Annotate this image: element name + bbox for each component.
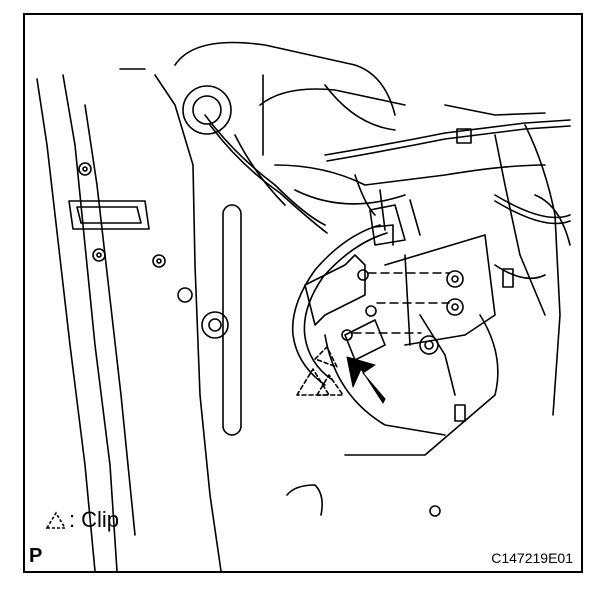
legend-label: Clip xyxy=(81,507,120,532)
door-left-features xyxy=(68,162,466,517)
alignment-lines xyxy=(352,272,450,334)
legend: : Clip xyxy=(45,507,119,533)
indicator-arrow xyxy=(346,356,386,404)
door-panel-illustration xyxy=(36,41,571,571)
figure-code: C147219E01 xyxy=(491,550,573,566)
door-frame-edges xyxy=(36,41,396,571)
lower-wire-loop xyxy=(291,224,394,386)
interior-contours xyxy=(234,74,571,456)
legend-separator: : xyxy=(69,507,76,532)
diagram-frame: : Clip P C147219E01 xyxy=(23,13,583,573)
view-letter: P xyxy=(29,545,43,567)
grommet xyxy=(182,85,232,135)
clip-marker xyxy=(296,346,344,396)
dashed-triangle-icon xyxy=(45,511,67,529)
upper-wire-harness xyxy=(204,114,571,288)
regulator-bracket xyxy=(304,204,496,396)
